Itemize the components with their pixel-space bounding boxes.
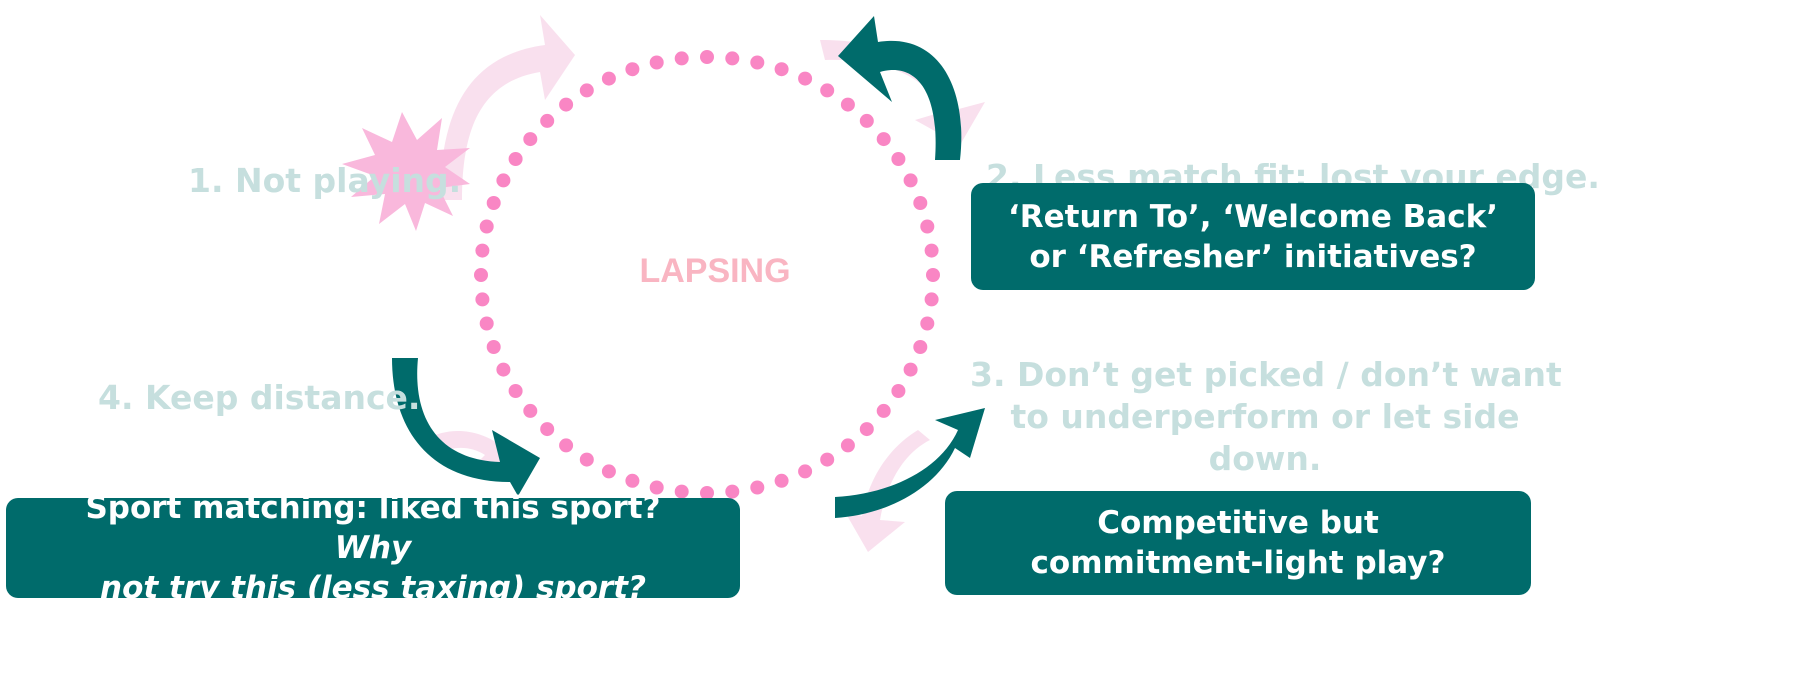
stage-3-label: 3. Don’t get picked / don’t want to unde… [970,354,1562,480]
ring-dot [840,97,855,112]
starburst-icon [342,112,470,231]
ring-dot [920,219,935,234]
ring-dot [479,219,494,234]
ring-dot [486,340,501,354]
box-text: Sport matching: liked this sport? [85,490,661,526]
stage-3-line: down. [1208,439,1322,478]
ring-dot [559,438,574,453]
ring-dot [725,51,740,66]
box-line: Sport matching: liked this sport? Why [6,488,740,568]
stage-4-label: 4. Keep distance. [98,378,421,417]
faint-curved-arrow-icon [440,15,575,200]
ring-dot [508,384,523,398]
stage-1-label: 1. Not playing. [188,161,462,200]
return-to-initiatives-box: ‘Return To’, ‘Welcome Back’ or ‘Refreshe… [971,183,1535,290]
ring-dot [700,50,714,64]
ring-dot [840,438,855,453]
ring-dot [475,292,490,307]
ring-dot [891,152,906,166]
ring-dot [579,83,594,98]
ring-dot [859,422,874,437]
ring-dot [486,196,501,210]
curved-arrow-icon [835,408,985,518]
box-line: commitment-light play? [1030,545,1446,581]
ring-dot [903,362,918,377]
ring-dot [479,316,494,331]
ring-dot [649,55,664,70]
ring-dot [774,473,789,488]
ring-dot [798,71,813,86]
ring-dot [920,316,935,331]
ring-dot [725,484,740,499]
ring-dot [540,113,555,128]
ring-dot [750,55,765,70]
ring-dot [674,484,689,499]
box-line: Competitive but [1097,505,1379,541]
ring-dot [474,268,488,282]
ring-dot [876,132,891,147]
ring-dot [924,292,939,307]
curved-arrow-icon [392,358,540,496]
box-line-italic: not try this (less taxing) sport? [100,570,646,606]
ring-dot [625,62,640,77]
box-line: ‘Return To’, ‘Welcome Back’ [1007,198,1498,235]
ring-dot [475,243,490,258]
ring-dot [700,486,714,500]
ring-dot [508,152,523,166]
ring-dot [496,362,511,377]
ring-dot [891,384,906,398]
ring-dot [750,480,765,495]
ring-dot [625,473,640,488]
ring-dot [924,243,939,258]
competitive-play-box: Competitive but commitment-light play? [945,491,1531,595]
ring-dot [649,480,664,495]
ring-dot [601,464,616,479]
ring-dot [859,113,874,128]
box-text-italic: Why [334,530,412,566]
center-label: LAPSING [639,252,791,290]
ring-dot [523,132,538,147]
ring-dot [579,452,594,467]
ring-dot [820,83,835,98]
sport-matching-box: Sport matching: liked this sport? Why no… [6,490,740,606]
ring-dot [559,97,574,112]
stage-3-line: to underperform or let side [1010,397,1520,436]
ring-dot [496,173,511,188]
ring-dot [523,403,538,418]
ring-dot [876,403,891,418]
ring-dot [798,464,813,479]
ring-dot [774,62,789,77]
ring-dot [674,51,689,66]
ring-dot [913,340,928,354]
ring-dot [820,452,835,467]
ring-dot [903,173,918,188]
faint-curved-arrow-icon [425,430,510,470]
box-line: or ‘Refresher’ initiatives? [1029,238,1477,275]
curved-arrow-icon [838,16,962,160]
ring-dot [926,268,940,282]
ring-dot [540,422,555,437]
ring-dot [913,196,928,210]
ring-dot [601,71,616,86]
lapsing-dotted-circle [474,50,940,500]
stage-3-line: 3. Don’t get picked / don’t want [970,355,1562,394]
